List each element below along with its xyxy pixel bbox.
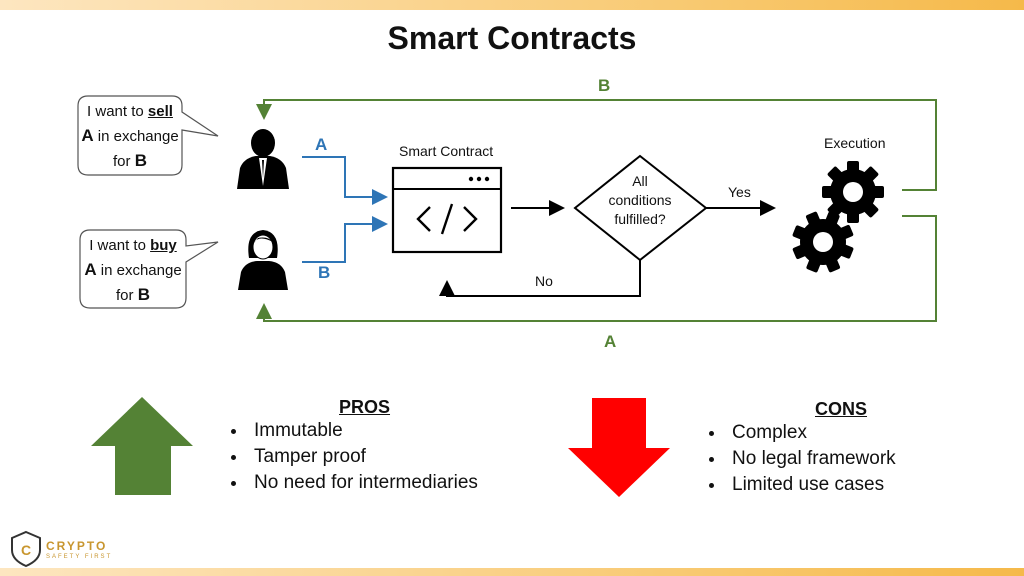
logo-tagline: SAFETY FIRST — [46, 554, 113, 560]
list-item: Immutable — [248, 418, 478, 444]
list-item: No need for intermediaries — [248, 470, 478, 496]
list-item: No legal framework — [726, 446, 896, 472]
list-item: Limited use cases — [726, 472, 896, 498]
page-title: Smart Contracts — [387, 20, 637, 56]
seller-input-label: A — [315, 135, 328, 154]
code-window-icon — [391, 166, 503, 254]
arrow-down-icon — [568, 398, 670, 497]
smart-contract-label: Smart Contract — [399, 143, 494, 159]
man-icon — [237, 129, 289, 189]
list-item: Tamper proof — [248, 444, 478, 470]
seller-speech-bubble — [77, 95, 219, 176]
gear-icon — [792, 161, 884, 273]
logo-name: CRYPTO — [46, 539, 108, 553]
top-return-label: B — [598, 76, 611, 95]
bottom-accent-bar — [0, 568, 1024, 576]
list-item: Complex — [726, 420, 896, 446]
pros-list: Immutable Tamper proof No need for inter… — [222, 418, 478, 496]
bottom-return-label: A — [604, 332, 617, 351]
yes-label: Yes — [728, 184, 751, 200]
svg-text:C: C — [21, 542, 31, 558]
woman-icon — [238, 230, 288, 290]
seller-bubble-text: I want to sell A in exchange for B — [81, 103, 179, 170]
execution-label: Execution — [824, 135, 886, 151]
shield-logo-icon: C — [11, 530, 41, 568]
cons-heading: CONS — [815, 399, 868, 419]
pros-heading: PROS — [339, 397, 391, 417]
buyer-bubble-text: I want to buy A in exchange for B — [84, 237, 182, 304]
decision-text: All conditions fulfilled? — [608, 173, 672, 227]
no-label: No — [535, 273, 553, 289]
top-accent-bar — [0, 0, 1024, 10]
buyer-speech-bubble — [79, 229, 219, 309]
cons-list: Complex No legal framework Limited use c… — [700, 420, 896, 498]
arrow-up-icon — [91, 397, 193, 495]
buyer-input-label: B — [318, 263, 331, 282]
